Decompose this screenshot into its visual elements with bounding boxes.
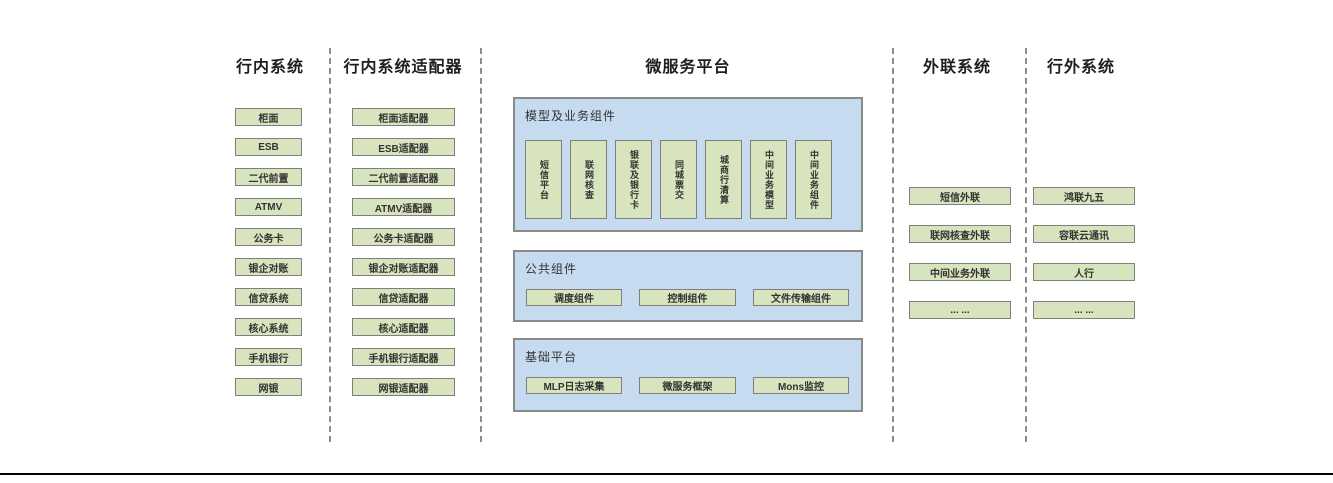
common-components-row: 调度组件 控制组件 文件传输组件 — [526, 289, 849, 306]
common-component-box: 调度组件 — [526, 289, 622, 306]
business-component-box: 短信平台 — [525, 140, 562, 219]
group-label: 基础平台 — [525, 350, 578, 364]
base-platform-box: 微服务框架 — [639, 377, 736, 394]
adapter-box: ESB适配器 — [352, 138, 455, 156]
base-platform-box: MLP日志采集 — [526, 377, 622, 394]
internal-adapters-column: 柜面适配器 ESB适配器 二代前置适配器 ATMV适配器 公务卡适配器 银企对账… — [352, 108, 455, 396]
external-system-box-ellipsis: ... ... — [1033, 301, 1135, 319]
internal-system-box: 银企对账 — [235, 258, 302, 276]
internal-system-box: 公务卡 — [235, 228, 302, 246]
column-title-internal-systems: 行内系统 — [235, 59, 305, 76]
internal-system-box: 手机银行 — [235, 348, 302, 366]
adapter-box: 信贷适配器 — [352, 288, 455, 306]
business-component-box: 城商行清算 — [705, 140, 742, 219]
business-component-box: 联网核查 — [570, 140, 607, 219]
common-component-box: 文件传输组件 — [753, 289, 849, 306]
adapter-box: 核心适配器 — [352, 318, 455, 336]
outbound-system-box: 联网核查外联 — [909, 225, 1011, 243]
business-component-box: 中间业务模型 — [750, 140, 787, 219]
column-title-external-systems: 行外系统 — [1046, 59, 1116, 76]
business-component-box: 中间业务组件 — [795, 140, 832, 219]
column-title-internal-adapters: 行内系统适配器 — [343, 59, 463, 76]
adapter-box: 银企对账适配器 — [352, 258, 455, 276]
base-platform-box: Mons监控 — [753, 377, 849, 394]
internal-system-box: 核心系统 — [235, 318, 302, 336]
group-label: 模型及业务组件 — [525, 109, 617, 123]
adapter-box: 公务卡适配器 — [352, 228, 455, 246]
internal-system-box: 信贷系统 — [235, 288, 302, 306]
internal-system-box: ESB — [235, 138, 302, 156]
adapter-box: 柜面适配器 — [352, 108, 455, 126]
separator-dashed-4 — [1025, 48, 1027, 442]
separator-dashed-1 — [329, 48, 331, 442]
internal-system-box: 二代前置 — [235, 168, 302, 186]
separator-dashed-3 — [892, 48, 894, 442]
common-component-box: 控制组件 — [639, 289, 736, 306]
external-systems-column: 鸿联九五 容联云通讯 人行 ... ... — [1033, 187, 1135, 319]
outbound-system-box: 短信外联 — [909, 187, 1011, 205]
adapter-box: 二代前置适配器 — [352, 168, 455, 186]
internal-system-box: 柜面 — [235, 108, 302, 126]
common-components-group: 公共组件 调度组件 控制组件 文件传输组件 — [513, 250, 863, 322]
business-component-box: 银联及银行卡 — [615, 140, 652, 219]
adapter-box: ATMV适配器 — [352, 198, 455, 216]
bottom-divider-line — [0, 473, 1333, 475]
outbound-systems-column: 短信外联 联网核查外联 中间业务外联 ... ... — [909, 187, 1011, 319]
column-title-outbound-systems: 外联系统 — [922, 59, 992, 76]
external-system-box: 人行 — [1033, 263, 1135, 281]
external-system-box: 容联云通讯 — [1033, 225, 1135, 243]
group-label: 公共组件 — [525, 262, 578, 276]
internal-system-box: ATMV — [235, 198, 302, 216]
adapter-box: 网银适配器 — [352, 378, 455, 396]
model-business-components-group: 模型及业务组件 短信平台 联网核查 银联及银行卡 同城票交 城商行清算 中间业务… — [513, 97, 863, 232]
external-system-box: 鸿联九五 — [1033, 187, 1135, 205]
business-component-box: 同城票交 — [660, 140, 697, 219]
model-business-components-row: 短信平台 联网核查 银联及银行卡 同城票交 城商行清算 中间业务模型 中间业务组… — [525, 140, 832, 219]
separator-dashed-2 — [480, 48, 482, 442]
base-platform-group: 基础平台 MLP日志采集 微服务框架 Mons监控 — [513, 338, 863, 412]
adapter-box: 手机银行适配器 — [352, 348, 455, 366]
internal-systems-column: 柜面 ESB 二代前置 ATMV 公务卡 银企对账 信贷系统 核心系统 手机银行… — [235, 108, 302, 396]
internal-system-box: 网银 — [235, 378, 302, 396]
outbound-system-box-ellipsis: ... ... — [909, 301, 1011, 319]
base-platform-row: MLP日志采集 微服务框架 Mons监控 — [526, 377, 849, 394]
column-title-microservice-platform: 微服务平台 — [645, 59, 731, 76]
outbound-system-box: 中间业务外联 — [909, 263, 1011, 281]
